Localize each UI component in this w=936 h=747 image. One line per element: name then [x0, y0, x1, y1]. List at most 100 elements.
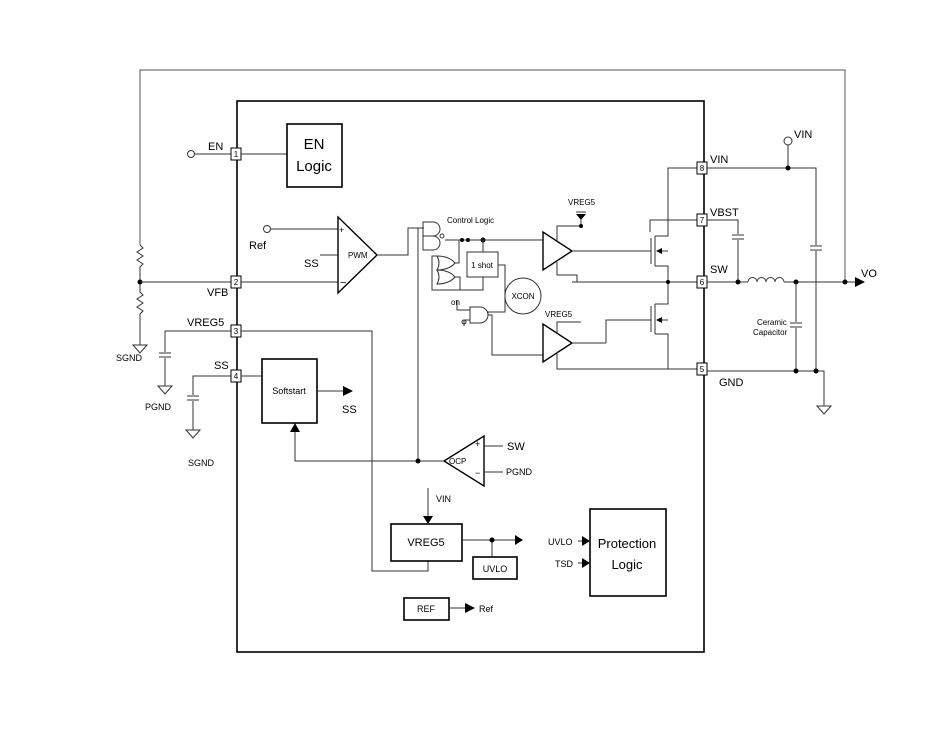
ocp-node: [415, 458, 421, 464]
vreg5-top-node: [579, 224, 583, 228]
uvlo-block: [472, 556, 518, 580]
control-logic-label: Control Logic: [447, 216, 494, 225]
gnd-node-1: [793, 368, 799, 374]
softstart-label: Softstart: [272, 386, 306, 396]
vin-vreg-arrow-icon: [423, 516, 433, 524]
vreg5-internal-wire: [241, 330, 429, 572]
low-driver-in: [488, 314, 543, 356]
cl-node-1: [460, 238, 464, 242]
ref-label: REF: [417, 604, 436, 614]
sgnd1-ground-icon: [131, 344, 149, 354]
feedback-wire: [139, 69, 846, 282]
pwm-plus-label: +: [339, 225, 344, 235]
vin-ext-wire: [707, 167, 817, 245]
and3-in2: [463, 319, 470, 326]
tsd-in-label: TSD: [555, 559, 574, 569]
vo-label: VO: [861, 268, 877, 280]
gnd-ext-wire: [707, 370, 825, 406]
pin-8-name: VIN: [710, 154, 728, 166]
pin-3-num: 3: [234, 327, 239, 336]
gnd-wire: [556, 352, 704, 370]
or-gate-2: [436, 269, 456, 285]
tsd-in-arrow-icon: [582, 558, 590, 568]
and-gate-3: [469, 306, 489, 324]
high-side-driver: [542, 230, 574, 272]
pin-7-num: 7: [700, 216, 705, 225]
vreg5-label: VREG5: [407, 537, 444, 549]
ref-out-arrow-icon: [465, 603, 475, 613]
ocp-sw-label: SW: [507, 441, 525, 453]
ss-in-label: SS: [304, 258, 319, 270]
ss-out-label: SS: [342, 404, 357, 416]
ocp-minus-label: −: [475, 468, 480, 478]
and3-bubble: [461, 319, 467, 325]
xcon-wire-a: [487, 264, 506, 315]
pin-5-name: GND: [719, 377, 744, 389]
hs-source: [655, 265, 669, 282]
sw-ext-node: [735, 279, 741, 285]
and-gate-1: [422, 221, 441, 237]
or-gate-1: [436, 255, 456, 271]
en-logic-line2: Logic: [296, 158, 332, 175]
uvlo-in-label: UVLO: [548, 537, 573, 547]
gnd-ground-icon: [815, 405, 833, 415]
resistor-divider: [136, 244, 144, 345]
pin-5: [696, 362, 708, 376]
softstart-arrow-icon: [290, 423, 300, 432]
pin-6-num: 6: [700, 278, 705, 287]
hs-arrow-icon: [656, 248, 662, 254]
en-logic-block: [286, 123, 343, 188]
vin-vreg-label: VIN: [436, 494, 451, 504]
pwm-comparator: [337, 215, 379, 295]
low-gate-wire-2: [605, 319, 651, 343]
one-shot-out: [460, 277, 484, 291]
pin-6-name: SW: [710, 264, 728, 276]
pin-5-num: 5: [700, 365, 705, 374]
ref-out-label: Ref: [479, 604, 494, 614]
and-gate-2: [422, 235, 441, 251]
pin-1-num: 1: [234, 150, 239, 159]
vreg5-top-arrow-icon: [576, 214, 586, 220]
protection-block: [589, 508, 667, 597]
vreg5-wire: [164, 330, 237, 352]
vreg5-mid-label: VREG5: [545, 310, 573, 319]
pin-7-name: VBST: [710, 207, 739, 219]
xcon-label: XCON: [511, 292, 534, 301]
vreg5-mid-wire: [556, 321, 581, 334]
pin-3-name: VREG5: [187, 317, 224, 329]
vin-node: [785, 165, 791, 171]
uvlo-node: [489, 537, 495, 543]
vbst-ext-wire: [707, 219, 739, 234]
pgnd-ground-icon: [156, 385, 174, 395]
sgnd2-ground-icon: [184, 429, 202, 439]
ceramic-line2: Capacitor: [753, 328, 788, 337]
pwm-minus-label: −: [340, 277, 346, 289]
protection-line2: Logic: [611, 557, 643, 572]
pwm-out-wire: [377, 227, 424, 256]
ss-wire: [192, 375, 237, 395]
uvlo-in-arrow-icon: [582, 536, 590, 546]
softstart-block: [261, 358, 318, 424]
on-wire: [456, 300, 470, 311]
ceramic-line1: Ceramic: [757, 318, 787, 327]
inverter-bubble: [439, 233, 445, 239]
pin-2-num: 2: [234, 278, 239, 287]
pin-1-name: EN: [208, 141, 223, 153]
ocp-label: OCP: [449, 457, 466, 466]
pwm-label: PWM: [348, 251, 368, 260]
pgnd-label: PGND: [145, 402, 172, 412]
sw-node: [666, 280, 670, 284]
xcon-block: [504, 277, 542, 315]
latch-wire-2: [431, 255, 461, 291]
ocp-comparator: [442, 434, 485, 488]
vreg5-top-wire: [556, 220, 582, 241]
ocp-to-logic: [417, 227, 424, 461]
pin-4-num: 4: [234, 372, 239, 381]
ls-source: [655, 333, 669, 369]
vo-arrow-icon: [855, 277, 865, 287]
high-driver-ret: [556, 262, 578, 282]
ls-drain: [655, 282, 669, 305]
protection-line1: Protection: [598, 536, 657, 551]
latch-wire-1: [445, 239, 460, 264]
